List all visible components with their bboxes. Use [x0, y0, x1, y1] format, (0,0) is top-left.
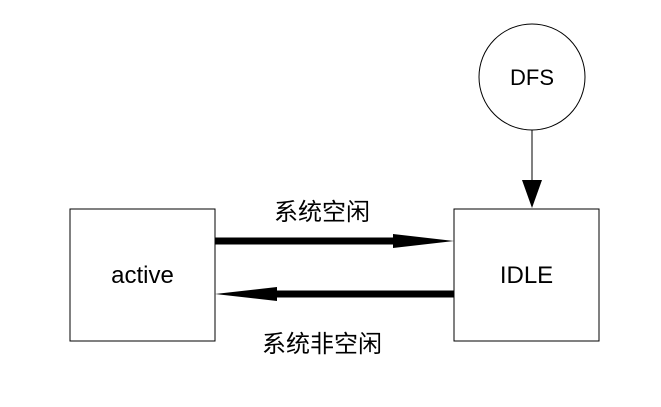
active-state-label: active	[111, 262, 174, 289]
dfs-to-idle-arrowhead	[522, 180, 542, 208]
active-to-idle-label: 系统空闲	[274, 199, 370, 226]
active-state-box	[69, 208, 216, 342]
idle-to-active-label: 系统非空闲	[262, 331, 382, 358]
idle-state-box	[453, 208, 600, 342]
idle-state-label: IDLE	[500, 262, 553, 289]
idle-to-active-arrowhead	[215, 287, 277, 301]
active-to-idle-arrowhead	[393, 234, 454, 248]
dfs-node-label: DFS	[510, 65, 554, 90]
